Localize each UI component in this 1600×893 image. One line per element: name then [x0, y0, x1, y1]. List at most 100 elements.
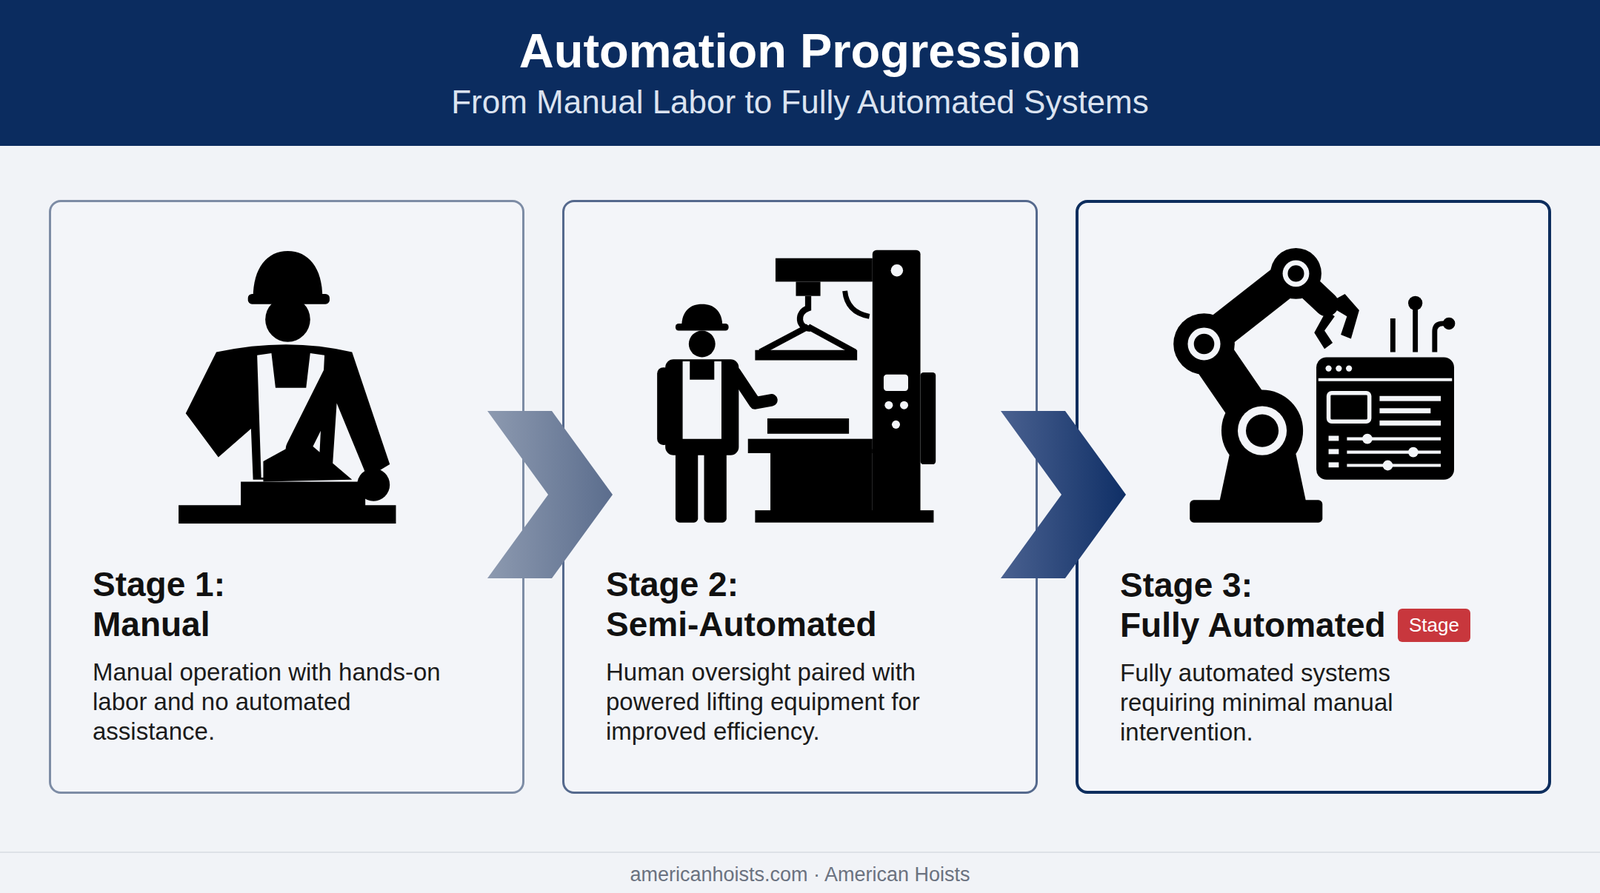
icon-part	[883, 374, 909, 392]
card-text-group: Stage 1:ManualManual operation with hand…	[92, 564, 449, 747]
icon-part	[1173, 313, 1235, 375]
icon-part	[1194, 334, 1215, 355]
icon-part	[1442, 317, 1456, 331]
icon-part	[1379, 420, 1441, 426]
icon-part	[891, 264, 904, 278]
icon-part	[770, 448, 873, 516]
icon-part	[748, 439, 873, 454]
icon-part	[1346, 463, 1441, 467]
icon-part	[1189, 500, 1323, 523]
icon-part	[1221, 390, 1303, 472]
stage-heading: Semi-Automated	[605, 604, 877, 645]
card-text-group: Stage 2:Semi-AutomatedHuman oversight pa…	[605, 564, 962, 747]
icon-part	[872, 250, 921, 518]
icon-part	[657, 367, 671, 446]
stage-badge: Stage	[1397, 608, 1471, 643]
icon-part	[1345, 365, 1352, 372]
icon-part	[775, 258, 873, 283]
robot-arm-icon	[1173, 248, 1455, 523]
icon-part	[900, 401, 909, 410]
icon-part	[248, 294, 330, 305]
icon-part	[1328, 393, 1370, 423]
icon-part	[1294, 273, 1327, 304]
flow-chevron	[1000, 411, 1126, 579]
icon-part	[675, 448, 698, 523]
icon-part	[1245, 414, 1279, 448]
icon-part	[1412, 305, 1418, 352]
icon-part	[1335, 365, 1342, 372]
icon-part	[681, 304, 723, 327]
icon-part	[1328, 448, 1340, 455]
icon-part	[1282, 260, 1310, 287]
icon-part	[1328, 462, 1340, 468]
stage-card: Stage 2:Semi-AutomatedHuman oversight pa…	[562, 200, 1038, 795]
stage-description: Human oversight paired with powered lift…	[605, 657, 962, 747]
icon-part	[1408, 447, 1419, 458]
footer-credit: americanhoists.com · American Hoists	[0, 862, 1600, 888]
stage-description: Manual operation with hands-on labor and…	[92, 657, 449, 747]
icon-part	[1204, 273, 1295, 344]
stage-heading: Stage 3:	[1120, 565, 1253, 606]
icon-part	[675, 323, 729, 332]
icon-part	[845, 291, 870, 317]
icon-part	[178, 505, 396, 524]
stage-card: Stage 1:ManualManual operation with hand…	[48, 200, 525, 795]
stage-heading: Manual	[92, 604, 210, 645]
stage-heading: Stage 2:	[605, 564, 739, 605]
icon-part	[1328, 436, 1340, 442]
icon-part	[1316, 357, 1455, 480]
icon-part	[1314, 310, 1335, 349]
card-text-group: Stage 3:Fully AutomatedFully automated s…	[1120, 565, 1476, 748]
subtitle: From Manual Labor to Fully Automated Sys…	[0, 82, 1600, 122]
icon-part	[754, 510, 934, 523]
flow-chevron	[487, 411, 613, 579]
icon-part	[760, 326, 855, 352]
icon-part	[240, 482, 366, 507]
icon-part	[1379, 408, 1431, 414]
badge-label: Stage	[1408, 608, 1460, 643]
icon-part	[754, 350, 858, 361]
icon-part	[1325, 365, 1332, 372]
icon-part	[297, 367, 339, 449]
stage-description: Fully automated systems requiring minima…	[1120, 658, 1476, 748]
semi-automated-icon	[657, 250, 936, 523]
footer-rule	[0, 851, 1600, 854]
icon-part	[357, 468, 390, 502]
icon-part	[1408, 296, 1423, 311]
icon-part	[704, 448, 727, 523]
icon-part	[800, 296, 811, 329]
icon-part	[688, 331, 716, 358]
icon-part	[262, 439, 352, 483]
icon-part	[1390, 318, 1396, 352]
icon-part	[1237, 406, 1287, 456]
icon-part	[767, 418, 849, 435]
icon-part	[884, 401, 893, 410]
diagram-title: Automation Progression	[0, 21, 1600, 81]
icon-part	[1362, 434, 1373, 445]
icon-part	[1270, 248, 1322, 300]
icon-part	[891, 420, 900, 429]
icon-part	[1382, 460, 1394, 472]
stage-card: Stage 3:Fully AutomatedFully automated s…	[1075, 200, 1552, 795]
icon-part	[253, 251, 323, 298]
icon-part	[257, 353, 325, 478]
icon-part	[920, 372, 937, 465]
stage-heading: Stage 1:	[92, 564, 226, 605]
icon-part	[1318, 378, 1452, 382]
icon-part	[1187, 327, 1220, 360]
icon-part	[682, 361, 722, 440]
icon-part	[1379, 396, 1441, 402]
icon-part	[1219, 454, 1306, 503]
icon-part	[1322, 294, 1360, 340]
header-band	[0, 0, 1600, 146]
icon-part	[1434, 323, 1449, 353]
icon-part	[665, 359, 739, 456]
icon-part	[265, 297, 311, 343]
icon-part	[1346, 451, 1441, 455]
icon-part	[185, 344, 391, 480]
icon-part	[1346, 437, 1441, 441]
icon-part	[795, 281, 820, 296]
icon-part	[1204, 343, 1263, 429]
icon-part	[1287, 265, 1304, 282]
manual-worker-icon	[178, 251, 396, 524]
